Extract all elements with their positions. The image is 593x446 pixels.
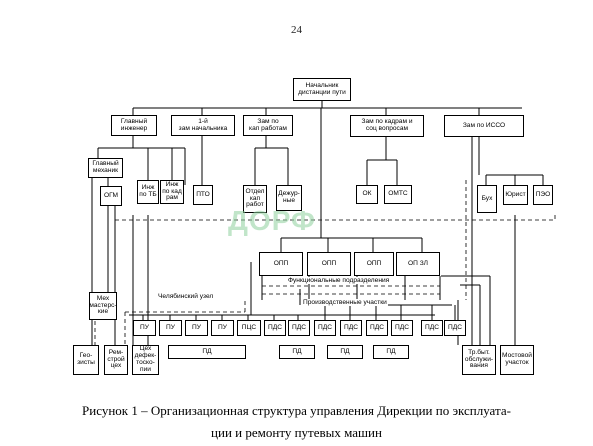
pd-cell: ПД bbox=[327, 345, 363, 359]
meh-masterskie-box: Мех мастерс- кие bbox=[89, 292, 117, 320]
opp-box-3: ОПП bbox=[354, 252, 394, 276]
pds-cell: ПДС bbox=[288, 320, 310, 336]
dezhurnye-box: Дежур- ные bbox=[276, 185, 302, 211]
page-number: 24 bbox=[291, 24, 302, 36]
pds-cell: ПДС bbox=[340, 320, 362, 336]
otdel-kap-box: Отдел кап работ bbox=[243, 185, 267, 213]
pu-cell: ПУ bbox=[185, 320, 208, 336]
watermark-logo: ДОРФ bbox=[228, 205, 316, 236]
pd-cell: ПД bbox=[168, 345, 246, 359]
chelyabinsk-node-label: Челябинский узел bbox=[157, 293, 215, 300]
pu-cell: ПУ bbox=[211, 320, 234, 336]
opp-box-2: ОПП bbox=[307, 252, 351, 276]
pcs-cell: ПЦС bbox=[237, 320, 261, 336]
deputy-isso-box: Зам по ИССО bbox=[444, 115, 524, 137]
remstroy-box: Рем- строй цех bbox=[104, 345, 128, 375]
mostovoy-box: Мостовой участок bbox=[500, 345, 534, 375]
deputy-hr-box: Зам по кадрам и соц вопросам bbox=[350, 115, 424, 137]
yurist-box: Юрист bbox=[503, 185, 528, 205]
deputy-capital-box: Зам по кап работам bbox=[243, 115, 293, 136]
functional-units-label: Функциональные подразделения bbox=[287, 277, 391, 284]
head-box: Начальник дистанции пути bbox=[293, 78, 351, 101]
ogm-box: ОГМ bbox=[100, 186, 122, 206]
chief-engineer-box: Главный инженер bbox=[111, 115, 157, 136]
pto-box: ПТО bbox=[193, 185, 213, 205]
pds-cell: ПДС bbox=[391, 320, 413, 336]
pds-cell: ПДС bbox=[314, 320, 336, 336]
ins-kadram-box: Инж по кад рам bbox=[160, 180, 184, 204]
buh-box: Бух bbox=[477, 185, 497, 213]
pu-cell: ПУ bbox=[133, 320, 156, 336]
geodezisty-box: Гео- зисты bbox=[73, 345, 99, 375]
omts-box: ОМТС bbox=[384, 185, 412, 204]
production-sites-label: Производственные участки bbox=[302, 299, 388, 306]
pu-cell: ПУ bbox=[159, 320, 182, 336]
pds-cell: ПДС bbox=[444, 320, 466, 336]
pds-cell: ПДС bbox=[421, 320, 443, 336]
pds-cell: ПДС bbox=[264, 320, 286, 336]
caption-line-2: ции и ремонту путевых машин bbox=[211, 425, 382, 440]
pds-cell: ПДС bbox=[366, 320, 388, 336]
caption-line-1: Рисунок 1 – Организационная структура уп… bbox=[82, 403, 511, 418]
opp-box-1: ОПП bbox=[259, 252, 303, 276]
tr-byt-box: Тр.быт. обслужи- вания bbox=[462, 345, 496, 375]
first-deputy-box: 1-й зам начальника bbox=[171, 115, 235, 136]
peo-box: ПЭО bbox=[533, 185, 553, 205]
ok-box: ОК bbox=[356, 185, 378, 204]
ins-tb-box: Инж по ТБ bbox=[137, 180, 159, 204]
pd-cell: ПД bbox=[373, 345, 409, 359]
opp-zl-box: ОП ЗЛ bbox=[396, 252, 440, 276]
pd-cell: ПД bbox=[279, 345, 315, 359]
chief-mechanic-box: Главный механик bbox=[88, 158, 123, 178]
ceh-defekt-box: Цех дефек- тоско- пии bbox=[132, 345, 159, 375]
